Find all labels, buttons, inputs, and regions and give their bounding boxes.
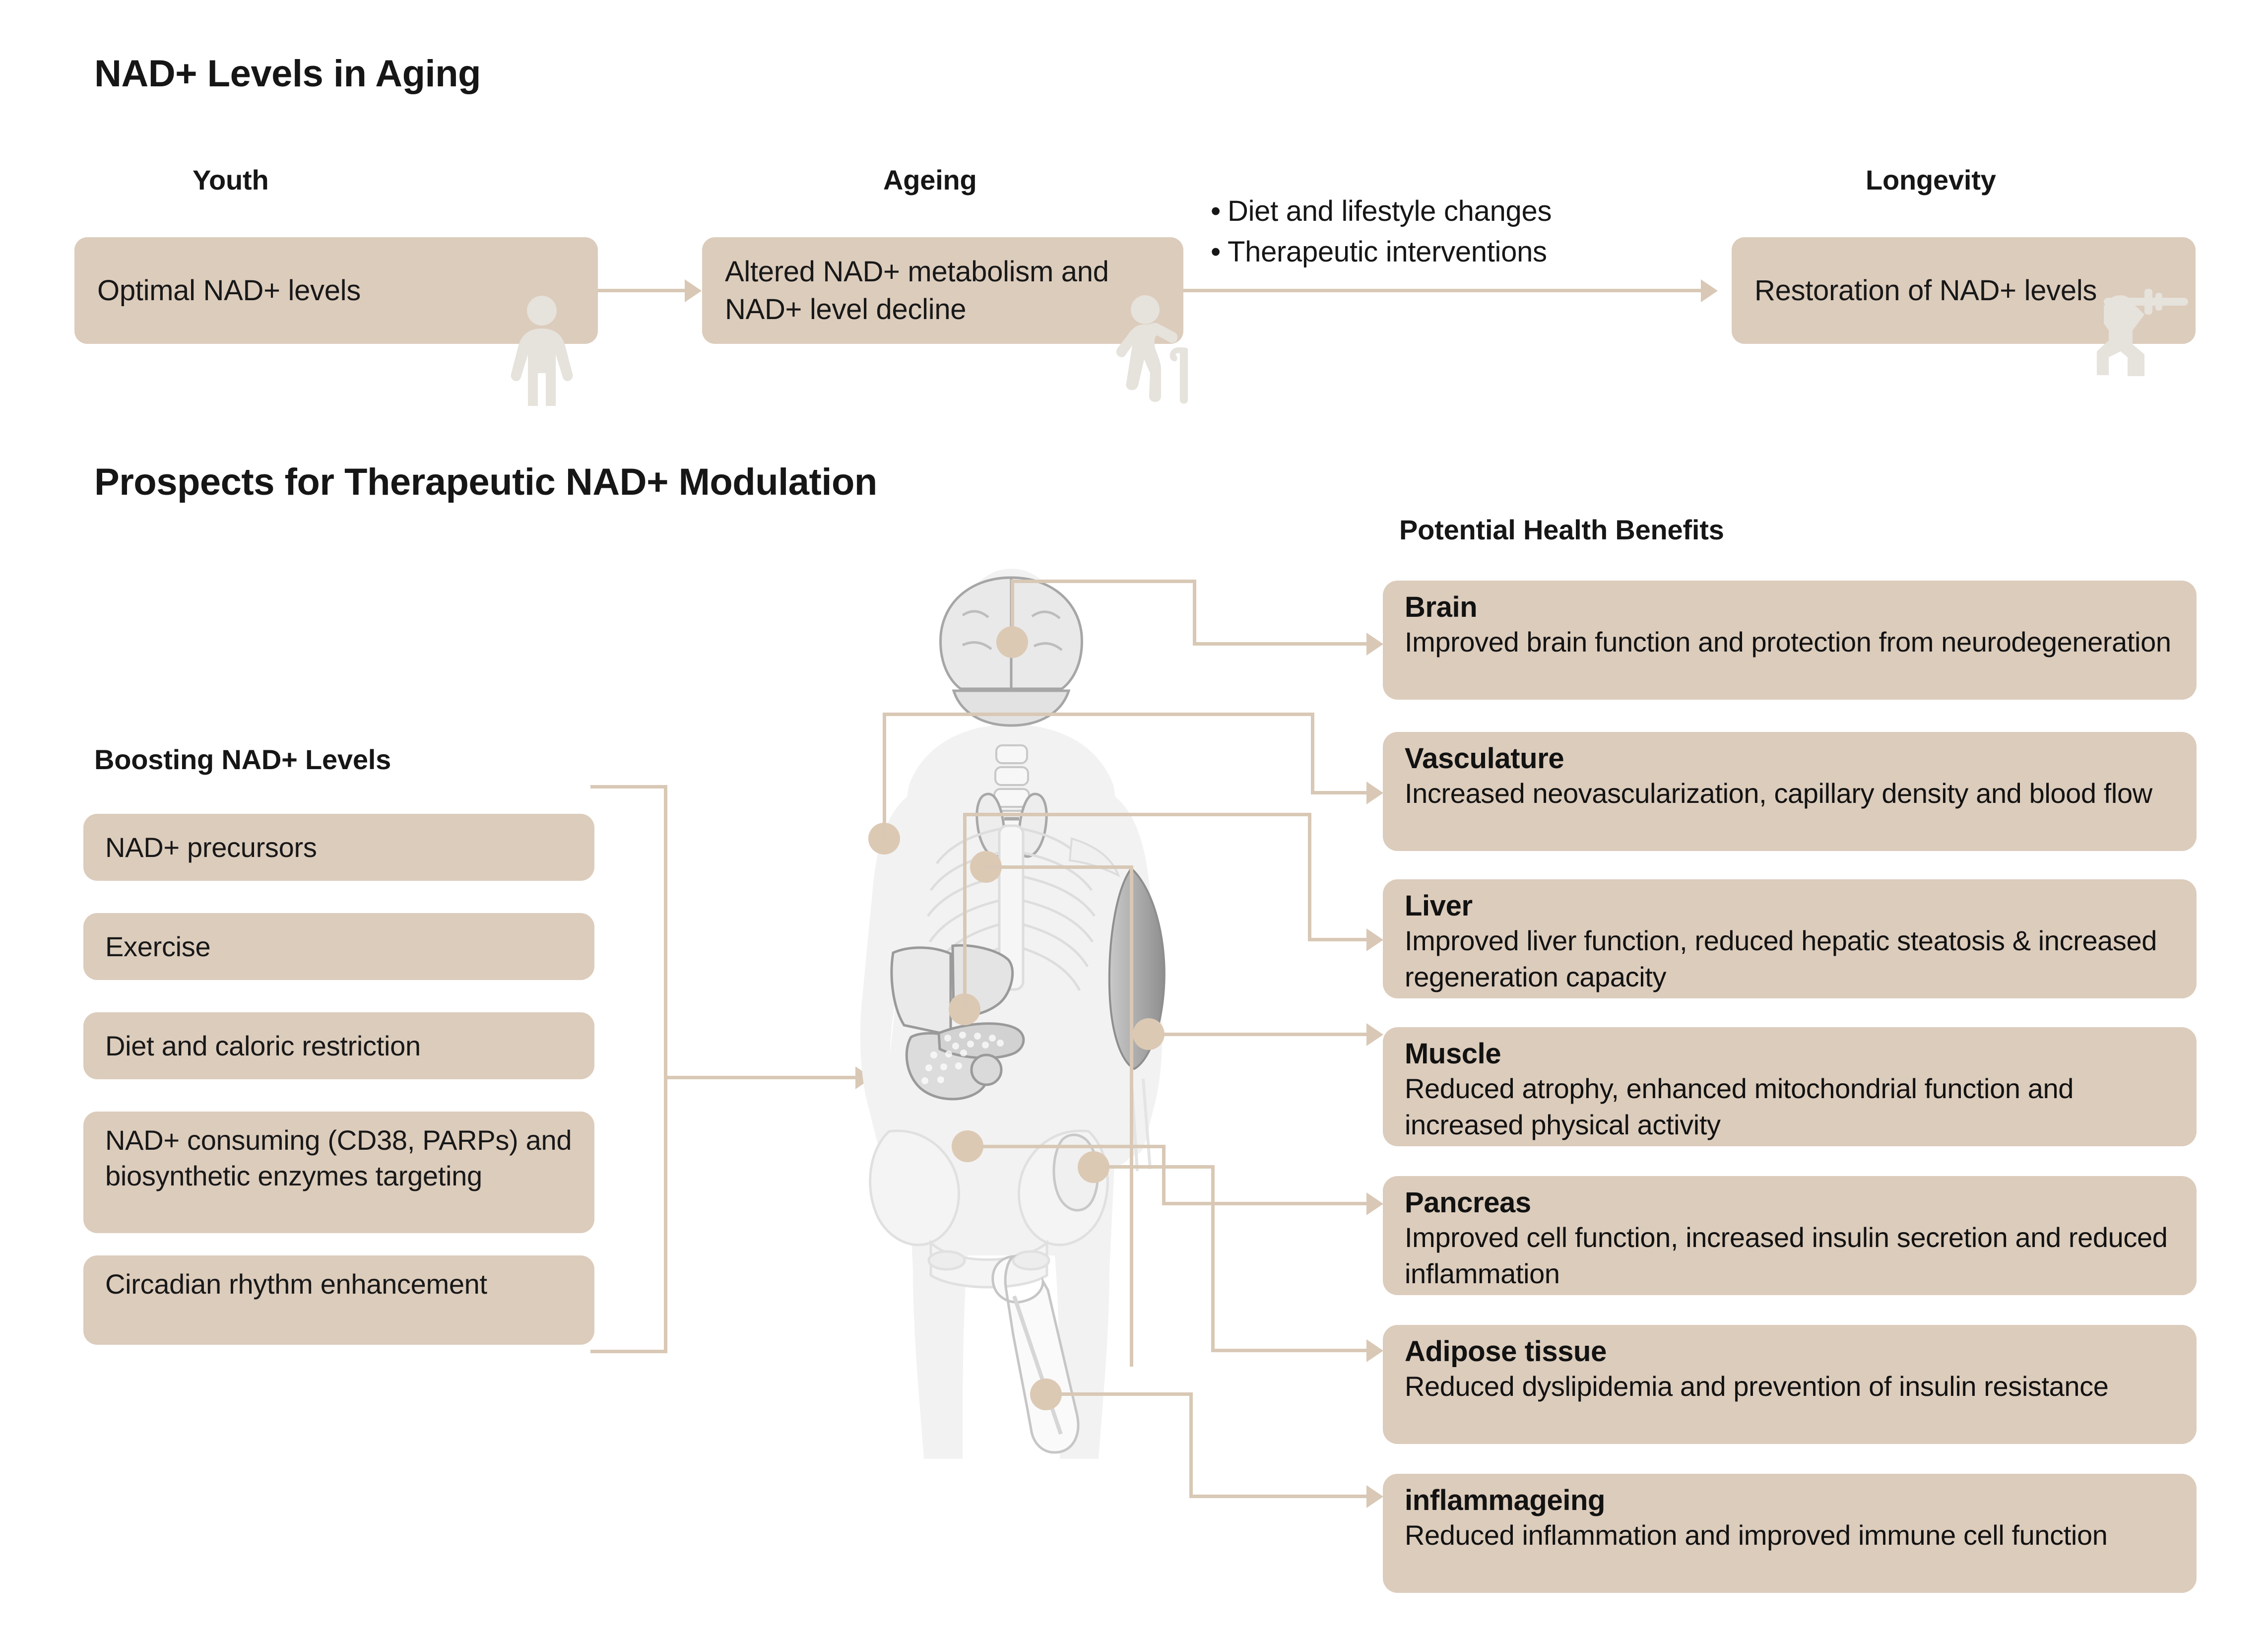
boosting-bracket-spine: [664, 785, 667, 1353]
connector-brain-seg-h1: [1011, 580, 1196, 583]
boosting-bracket-top: [590, 785, 667, 788]
connector-vasculature-seg-v1: [883, 715, 886, 838]
arrowhead-pancreas: [1366, 1192, 1383, 1215]
benefit-desc-text: Reduced dyslipidemia and prevention of i…: [1405, 1371, 2109, 1402]
benefit-organ-label: Muscle: [1405, 1038, 1501, 1070]
benefit-desc-text: Increased neovascularization, capillary …: [1405, 778, 2152, 809]
muscle-marker[interactable]: [1133, 1018, 1165, 1050]
arrowhead-muscle: [1366, 1023, 1383, 1046]
stage-box-ageing[interactable]: Altered NAD+ metabolism and NAD+ level d…: [702, 237, 1183, 344]
human-body-illustration: [814, 561, 1340, 1484]
benefit-desc-text: Improved cell function, increased insuli…: [1405, 1222, 2168, 1290]
benefit-desc-text: Improved brain function and protection f…: [1405, 626, 2171, 658]
benefit-desc-text: Reduced inflammation and improved immune…: [1405, 1519, 2108, 1551]
bone-marrow-marker[interactable]: [1030, 1378, 1062, 1410]
pancreas-marker[interactable]: [952, 1130, 983, 1162]
benefit-card-pancreas[interactable]: Pancreas Improved cell function, increas…: [1383, 1176, 2197, 1295]
benefit-card-adipose-tissue[interactable]: Adipose tissue Reduced dyslipidemia and …: [1383, 1325, 2197, 1444]
stage-text-youth: Optimal NAD+ levels: [97, 274, 361, 307]
stage-text-ageing: Altered NAD+ metabolism and NAD+ level d…: [725, 256, 1109, 326]
connector-thyroid-seg-v1: [1130, 865, 1133, 1367]
benefit-card-brain[interactable]: Brain Improved brain function and protec…: [1383, 581, 2197, 700]
stage-box-youth[interactable]: Optimal NAD+ levels: [74, 237, 598, 344]
stage-label-longevity: Longevity: [1866, 164, 1996, 196]
stage-label-youth: Youth: [193, 164, 269, 196]
arrowhead-inflammageing: [1366, 1485, 1383, 1508]
connector-vasculature-seg-h1: [883, 713, 1314, 716]
connector-liver-seg-v1: [963, 815, 967, 1009]
arrowhead-ageing-to-longevity: [1701, 279, 1718, 302]
connector-inflammageing-seg-v1: [1189, 1392, 1193, 1498]
benefit-organ-label: Liver: [1405, 890, 1473, 922]
connector-brain-seg-h2: [1193, 642, 1369, 646]
arrowhead-youth-to-ageing: [685, 279, 702, 302]
connector-pancreas-seg-v1: [1162, 1145, 1166, 1205]
connector-ageing-to-longevity: [1183, 289, 1702, 292]
connector-youth-to-ageing: [598, 289, 687, 292]
connector-liver-seg-v2: [1308, 813, 1311, 941]
connector-brain-seg-v1: [1011, 583, 1014, 629]
spine-graphic: [992, 744, 1031, 830]
boosting-item-label: Circadian rhythm enhancement: [105, 1268, 487, 1300]
intervention-item-therapeutic: Therapeutic interventions: [1211, 232, 1552, 272]
connector-brain-seg-v2: [1193, 580, 1196, 645]
boosting-item-label: NAD+ precursors: [105, 831, 317, 863]
connector-adipose-seg-h2: [1211, 1349, 1369, 1352]
bottom-section-title: Prospects for Therapeutic NAD+ Modulatio…: [94, 461, 877, 503]
top-section-title: NAD+ Levels in Aging: [94, 53, 481, 95]
connector-inflammageing-seg-h2: [1189, 1495, 1369, 1498]
connector-pancreas-seg-h2: [1162, 1202, 1369, 1205]
brain-marker[interactable]: [996, 626, 1028, 658]
connector-liver-seg-h1: [963, 813, 1311, 816]
benefit-desc-text: Reduced atrophy, enhanced mitochondrial …: [1405, 1073, 2074, 1141]
boosting-item-label: Diet and caloric restriction: [105, 1030, 421, 1061]
benefit-card-muscle[interactable]: Muscle Reduced atrophy, enhanced mitocho…: [1383, 1027, 2197, 1146]
boosting-item-exercise[interactable]: Exercise: [83, 913, 594, 980]
boosting-bracket-to-body: [664, 1076, 857, 1079]
benefit-organ-label: Vasculature: [1405, 742, 1564, 775]
adipose-marker[interactable]: [1078, 1151, 1109, 1183]
connector-liver-seg-h0: [984, 865, 1133, 869]
boosting-item-enzyme-targeting[interactable]: NAD+ consuming (CD38, PARPs) and biosynt…: [83, 1112, 594, 1233]
benefit-desc-text: Improved liver function, reduced hepatic…: [1405, 925, 2157, 993]
person-standing-icon: [502, 294, 582, 408]
connector-inflammageing-seg-h1: [1058, 1392, 1193, 1396]
person-weightlifter-icon: [2097, 278, 2218, 392]
connector-liver-seg-h2: [1308, 938, 1369, 941]
boosting-bracket-bottom: [590, 1350, 667, 1353]
intervention-item-diet: Diet and lifestyle changes: [1211, 191, 1552, 232]
connector-adipose-seg-v1: [1211, 1165, 1215, 1352]
boosting-item-nad-precursors[interactable]: NAD+ precursors: [83, 814, 594, 881]
connector-muscle-seg-h1: [1161, 1033, 1369, 1036]
boosting-item-circadian-rhythm[interactable]: Circadian rhythm enhancement: [83, 1255, 594, 1345]
benefit-card-vasculature[interactable]: Vasculature Increased neovascularization…: [1383, 732, 2197, 851]
intervention-bullet-list: Diet and lifestyle changes Therapeutic i…: [1211, 191, 1552, 273]
stage-text-longevity: Restoration of NAD+ levels: [1754, 274, 2097, 307]
connector-adipose-seg-h1: [1105, 1165, 1215, 1169]
arrowhead-vasculature: [1366, 782, 1383, 804]
boosting-item-label: NAD+ consuming (CD38, PARPs) and biosynt…: [105, 1124, 572, 1191]
benefit-organ-label: inflammageing: [1405, 1484, 1606, 1516]
person-elderly-cane-icon: [1115, 294, 1210, 408]
stage-label-ageing: Ageing: [883, 164, 977, 196]
benefit-card-liver[interactable]: Liver Improved liver function, reduced h…: [1383, 879, 2197, 998]
benefit-organ-label: Adipose tissue: [1405, 1335, 1607, 1368]
benefit-card-inflammageing[interactable]: inflammageing Reduced inflammation and i…: [1383, 1474, 2197, 1593]
boosting-item-label: Exercise: [105, 930, 211, 962]
benefits-heading: Potential Health Benefits: [1399, 514, 1724, 545]
arrowhead-liver: [1366, 928, 1383, 951]
arrowhead-brain: [1366, 633, 1383, 656]
arrowhead-adipose: [1366, 1339, 1383, 1362]
connector-vasculature-seg-v2: [1311, 713, 1314, 794]
boosting-heading: Boosting NAD+ Levels: [94, 744, 391, 775]
connector-pancreas-seg-h1: [980, 1145, 1166, 1148]
benefit-organ-label: Brain: [1405, 591, 1478, 623]
connector-vasculature-seg-h2: [1311, 791, 1369, 794]
boosting-item-diet-caloric-restriction[interactable]: Diet and caloric restriction: [83, 1012, 594, 1079]
pancreas-graphic: [905, 1022, 1025, 1101]
benefit-organ-label: Pancreas: [1405, 1186, 1531, 1219]
